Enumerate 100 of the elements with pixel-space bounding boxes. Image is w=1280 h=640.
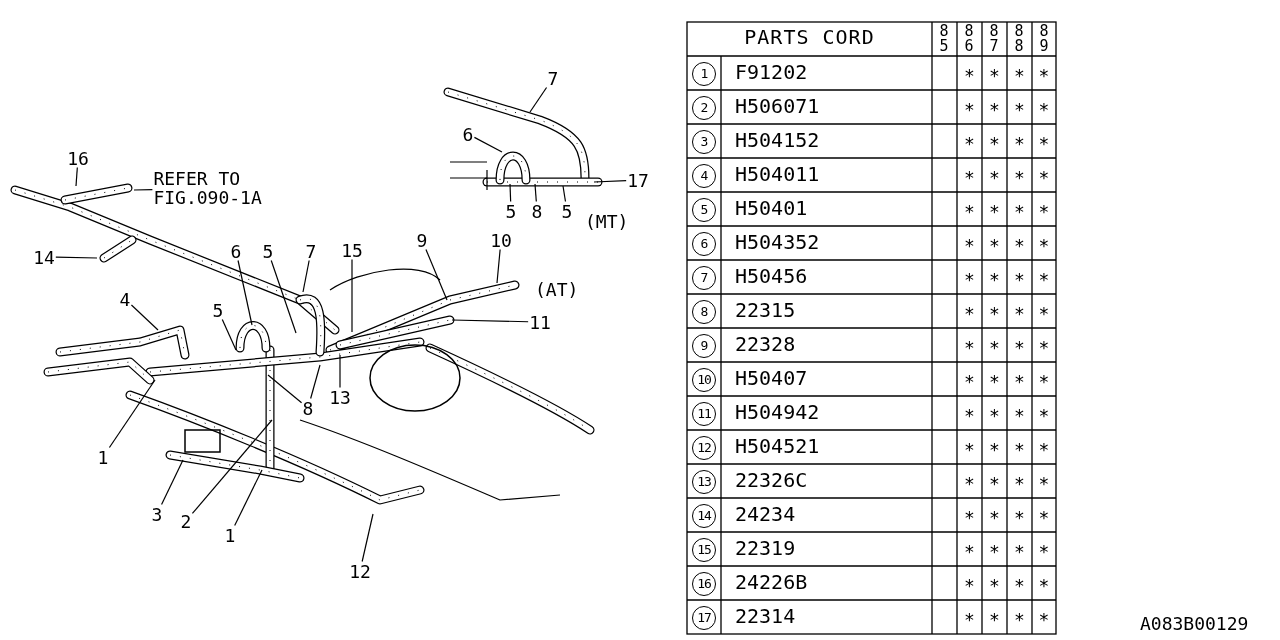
- availability-mark: ∗: [1037, 573, 1051, 592]
- year-header: 85: [938, 24, 950, 54]
- availability-mark: ∗: [1037, 607, 1051, 626]
- availability-mark: ∗: [963, 403, 976, 422]
- callout-number: 6: [461, 124, 475, 144]
- callout-number: 14: [32, 247, 56, 267]
- callout-number: 8: [301, 398, 315, 418]
- year-header: 86: [963, 24, 975, 54]
- part-code: H50401: [735, 199, 808, 218]
- availability-mark: ∗: [1037, 97, 1051, 116]
- availability-mark: ∗: [963, 97, 976, 116]
- callout-number: 5: [261, 241, 275, 261]
- year-header: 87: [988, 24, 1000, 54]
- availability-mark: ∗: [1037, 301, 1051, 320]
- callout-number: 1: [96, 447, 110, 467]
- availability-mark: ∗: [1013, 471, 1026, 490]
- leader-line: [496, 248, 501, 284]
- availability-mark: ∗: [1013, 437, 1026, 456]
- part-code: 22319: [735, 539, 796, 558]
- leader-line: [237, 259, 253, 326]
- availability-mark: ∗: [1037, 267, 1051, 286]
- part-code: 24226B: [735, 573, 808, 592]
- leader-line: [473, 136, 503, 153]
- availability-mark: ∗: [988, 369, 1001, 388]
- availability-mark: ∗: [963, 437, 976, 456]
- leader-line: [160, 459, 184, 506]
- leader-line: [451, 319, 529, 323]
- callout-number: 11: [528, 312, 552, 332]
- availability-mark: ∗: [988, 97, 1001, 116]
- availability-mark: ∗: [963, 165, 976, 184]
- callout-number: 3: [150, 504, 164, 524]
- availability-mark: ∗: [963, 369, 976, 388]
- leader-line: [234, 469, 263, 527]
- part-code: 22314: [735, 607, 796, 626]
- part-code: F91202: [735, 63, 808, 82]
- availability-mark: ∗: [1037, 437, 1051, 456]
- callout-number: 4: [118, 289, 132, 309]
- callout-number: 15: [340, 240, 364, 260]
- availability-mark: ∗: [988, 607, 1001, 626]
- availability-mark: ∗: [963, 505, 976, 524]
- availability-mark: ∗: [1013, 403, 1026, 422]
- leader-line: [267, 374, 303, 404]
- availability-mark: ∗: [1037, 369, 1051, 388]
- leader-line: [509, 183, 512, 203]
- part-code: H504152: [735, 131, 820, 150]
- availability-mark: ∗: [988, 505, 1001, 524]
- callout-number: 7: [304, 241, 318, 261]
- leader-line: [593, 179, 627, 183]
- availability-mark: ∗: [1037, 335, 1051, 354]
- part-code: H504942: [735, 403, 820, 422]
- part-code: H504352: [735, 233, 820, 252]
- availability-mark: ∗: [963, 335, 976, 354]
- availability-mark: ∗: [1037, 131, 1051, 150]
- leader-line: [270, 259, 297, 334]
- availability-mark: ∗: [988, 233, 1001, 252]
- callout-number: 13: [328, 387, 352, 407]
- leader-line: [310, 364, 321, 400]
- part-code: H504521: [735, 437, 820, 456]
- part-code: H50407: [735, 369, 808, 388]
- availability-mark: ∗: [963, 131, 976, 150]
- availability-mark: ∗: [1013, 539, 1026, 558]
- availability-mark: ∗: [1013, 165, 1026, 184]
- part-code: H506071: [735, 97, 820, 116]
- availability-mark: ∗: [1013, 505, 1026, 524]
- leader-line: [529, 86, 548, 113]
- availability-mark: ∗: [963, 573, 976, 592]
- availability-mark: ∗: [1013, 131, 1026, 150]
- availability-mark: ∗: [988, 539, 1001, 558]
- part-code: H50456: [735, 267, 808, 286]
- callout-number: 5: [560, 201, 574, 221]
- availability-mark: ∗: [988, 301, 1001, 320]
- leader-line: [221, 318, 237, 351]
- part-code: H504011: [735, 165, 820, 184]
- availability-mark: ∗: [988, 573, 1001, 592]
- variant-note: (AT): [535, 280, 579, 299]
- year-header: 89: [1038, 24, 1050, 54]
- availability-mark: ∗: [963, 301, 976, 320]
- availability-mark: ∗: [1037, 233, 1051, 252]
- availability-mark: ∗: [1037, 199, 1051, 218]
- availability-mark: ∗: [1037, 505, 1051, 524]
- availability-mark: ∗: [1013, 63, 1026, 82]
- availability-mark: ∗: [1013, 573, 1026, 592]
- availability-mark: ∗: [1013, 607, 1026, 626]
- leader-line: [534, 183, 537, 203]
- callout-number: 12: [348, 561, 372, 581]
- availability-mark: ∗: [963, 233, 976, 252]
- part-code: 24234: [735, 505, 796, 524]
- leader-line: [191, 419, 273, 515]
- availability-mark: ∗: [988, 403, 1001, 422]
- availability-mark: ∗: [988, 131, 1001, 150]
- column-header: PARTS CORD: [743, 28, 876, 47]
- availability-mark: ∗: [988, 471, 1001, 490]
- callout-number: 1: [223, 525, 237, 545]
- part-code: 22328: [735, 335, 796, 354]
- availability-mark: ∗: [1013, 267, 1026, 286]
- drawing-code: A083B00129: [1140, 614, 1249, 633]
- callout-number: 10: [489, 230, 513, 250]
- availability-mark: ∗: [963, 471, 976, 490]
- leader-line: [108, 379, 156, 449]
- callout-number: 9: [415, 230, 429, 250]
